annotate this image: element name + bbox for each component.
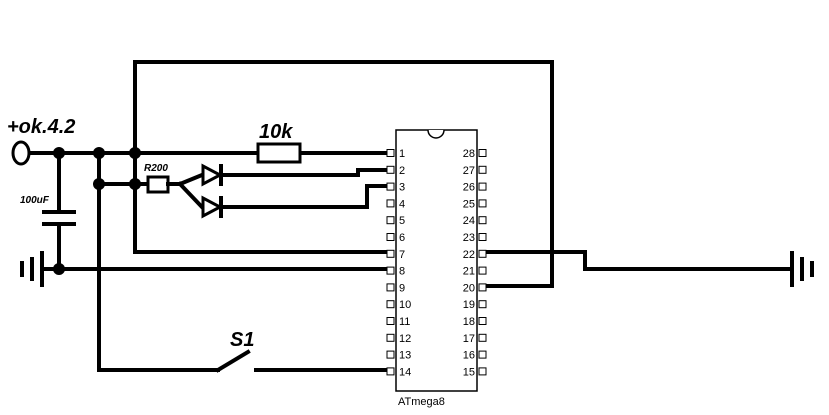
chip-pin-left-7 xyxy=(386,249,395,258)
junction-ground xyxy=(53,263,65,275)
chip-pin-left-3 xyxy=(386,182,395,191)
chip-pin-right-27 xyxy=(478,165,487,174)
resistor-r200-label: R200 xyxy=(144,163,168,174)
chip-pin-right-15 xyxy=(478,367,487,376)
chip-notch xyxy=(427,129,445,139)
chip-pin-right-25 xyxy=(478,199,487,208)
chip-pin-left-13 xyxy=(386,350,395,359)
resistor-10k-label: 10k xyxy=(259,121,293,143)
ground-left-symbol xyxy=(20,251,44,287)
chip-pin-left-9 xyxy=(386,283,395,292)
junction-r200 xyxy=(93,178,105,190)
wire-pin22-to-ground xyxy=(484,250,794,271)
chip-pin-label-18: 18 xyxy=(463,316,475,328)
chip-pin-label-6: 6 xyxy=(399,232,405,244)
chip-pins: 1234567891011121314282726252423222120191… xyxy=(386,148,487,378)
chip-pin-left-5 xyxy=(386,216,395,225)
resistor-10k xyxy=(256,142,302,164)
chip-label: ATmega8 xyxy=(398,396,445,408)
chip-pin-right-22 xyxy=(478,249,487,258)
chip-pin-left-8 xyxy=(386,266,395,275)
chip-pin-label-17: 17 xyxy=(463,333,475,345)
chip-pin-left-11 xyxy=(386,317,395,325)
chip-pin-right-24 xyxy=(478,216,487,225)
capacitor-label: 100uF xyxy=(20,195,50,206)
supply-label: +ok.4.2 xyxy=(7,116,75,138)
chip-pin-label-23: 23 xyxy=(463,232,475,244)
chip-pin-right-26 xyxy=(478,182,487,191)
chip-pin-label-14: 14 xyxy=(399,366,411,378)
chip-pin-right-21 xyxy=(478,266,487,275)
wire-diode-lower-to-pin3 xyxy=(220,184,389,209)
chip-pin-label-26: 26 xyxy=(463,182,475,194)
diode-upper xyxy=(201,163,224,187)
wire-switch-branch xyxy=(97,151,220,372)
junction-loop xyxy=(129,147,141,159)
chip-pin-left-2 xyxy=(386,165,395,174)
chip-pin-right-18 xyxy=(478,317,487,325)
chip-pin-label-8: 8 xyxy=(399,266,405,278)
wire-pin7 xyxy=(133,151,389,254)
chip-pin-right-23 xyxy=(478,233,487,241)
chip-pin-right-19 xyxy=(478,300,487,309)
chip-pin-label-15: 15 xyxy=(463,366,475,378)
chip-pin-right-17 xyxy=(478,333,487,342)
chip-pin-label-11: 11 xyxy=(399,316,410,328)
chip-pin-left-6 xyxy=(386,233,395,241)
chip-pin-label-9: 9 xyxy=(399,282,405,294)
chip-pin-label-7: 7 xyxy=(399,249,405,261)
wire-diode-upper-to-pin2 xyxy=(220,168,389,177)
chip-pin-label-5: 5 xyxy=(399,215,405,227)
chip-pin-label-19: 19 xyxy=(463,299,475,311)
chip-pin-right-20 xyxy=(478,283,487,292)
chip-pin-label-28: 28 xyxy=(463,148,475,160)
chip-pin-label-25: 25 xyxy=(463,198,475,210)
chip-pin-label-3: 3 xyxy=(399,182,405,194)
chip-pin-label-20: 20 xyxy=(463,282,475,294)
ground-right-symbol xyxy=(790,251,814,287)
junction-cap xyxy=(53,147,65,159)
chip-pin-label-1: 1 xyxy=(399,148,405,160)
chip-pin-label-2: 2 xyxy=(399,165,405,177)
supply-terminal xyxy=(11,140,31,166)
chip-pin-left-4 xyxy=(386,199,395,208)
chip-pin-left-10 xyxy=(386,300,395,309)
chip-pin-label-27: 27 xyxy=(463,165,475,177)
chip-pin-left-14 xyxy=(386,367,395,376)
chip-pin-label-12: 12 xyxy=(399,333,411,345)
switch-label: S1 xyxy=(230,329,254,351)
switch-s1-blade xyxy=(215,349,251,373)
chip-pin-left-12 xyxy=(386,333,395,342)
chip-pin-left-1 xyxy=(386,149,395,157)
junction-pin7 xyxy=(129,178,141,190)
chip-pin-label-22: 22 xyxy=(463,249,475,261)
chip-pin-label-10: 10 xyxy=(399,299,411,311)
chip-body xyxy=(395,129,478,392)
junction-switch xyxy=(93,147,105,159)
chip-pin-right-16 xyxy=(478,350,487,359)
chip-pin-label-21: 21 xyxy=(463,266,475,278)
chip-pin-right-28 xyxy=(478,149,487,157)
chip-pin-label-24: 24 xyxy=(463,215,475,227)
wire-top-loop xyxy=(133,60,554,288)
chip-pin-label-13: 13 xyxy=(399,350,411,362)
wire-r200-split xyxy=(166,172,205,210)
resistor-r200 xyxy=(146,175,170,194)
chip-pin-label-4: 4 xyxy=(399,198,405,210)
chip-pin-label-16: 16 xyxy=(463,350,475,362)
diode-lower xyxy=(201,195,224,219)
